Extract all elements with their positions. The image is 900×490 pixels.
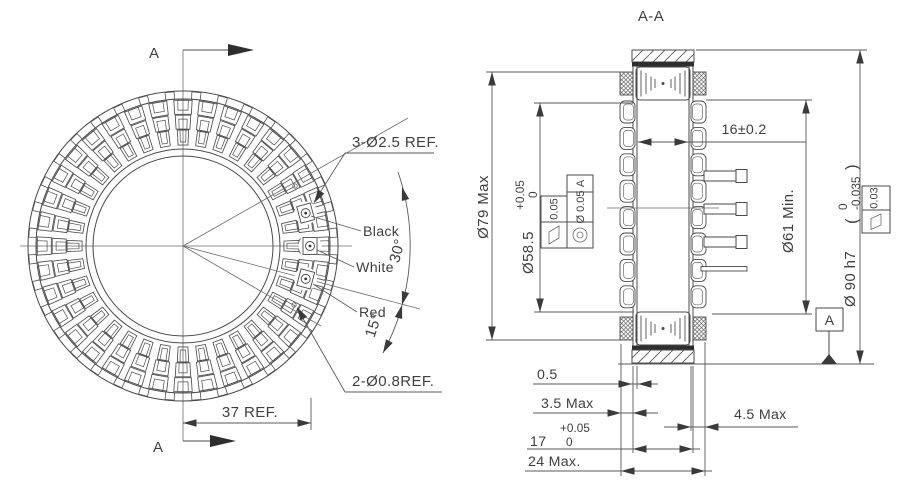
svg-text:0: 0 xyxy=(526,191,540,198)
section-flag-bottom-arrow xyxy=(210,435,236,447)
concentricity-symbol-inner xyxy=(576,231,584,239)
dim-35-label: 3.5 Max xyxy=(541,396,594,412)
gdt-frame-concentricity: Ø 0.05 A xyxy=(566,174,594,249)
lamination-block-top-right xyxy=(692,71,707,96)
bottom-dark-band xyxy=(632,345,694,350)
svg-text:Ø 90 h7: Ø 90 h7 xyxy=(842,251,859,307)
dim-16-label: 16±0.2 xyxy=(721,122,766,138)
section-view: A-A xyxy=(475,8,891,476)
svg-text:): ) xyxy=(842,164,861,170)
small-hole-top xyxy=(292,183,298,189)
dim-id61-label: Ø61 Min. xyxy=(780,189,797,253)
gdt-flatness-left-value: 0.05 xyxy=(549,198,561,219)
small-hole-label: 2-Ø0.8REF. xyxy=(352,373,434,390)
coil-box-top xyxy=(635,66,691,101)
svg-text:+0.05: +0.05 xyxy=(513,180,527,210)
winding-symbols xyxy=(640,70,686,342)
front-view: A A 3-Ø2.5 REF. Black White Red 30° 15° … xyxy=(20,44,442,456)
datum-triangle xyxy=(821,354,837,364)
svg-text:-0.035: -0.035 xyxy=(849,176,863,210)
gdt-flatness-right-value: 0.03 xyxy=(869,187,881,208)
black-wire-leader xyxy=(310,215,362,232)
radial-line-30deg xyxy=(182,117,409,247)
gdt-concentricity-value: Ø 0.05 xyxy=(575,190,587,223)
stator-outer-ring-circle xyxy=(35,98,331,394)
small-hole-bottom xyxy=(291,302,297,308)
dim-od79-label: Ø79 Max xyxy=(475,175,492,239)
dim-17-tol-lo: 0 xyxy=(566,435,573,449)
top-cap-hatched xyxy=(631,49,695,63)
hole-ref-label: 3-Ø2.5 REF. xyxy=(352,134,439,151)
lamination-block-top-left xyxy=(619,71,634,96)
angle-label-30: 30° xyxy=(386,237,409,264)
svg-text:Ø58.5: Ø58.5 xyxy=(520,231,537,274)
svg-text:0: 0 xyxy=(836,203,850,210)
datum-a: A xyxy=(815,307,844,364)
gdt-frame-flatness-left: 0.05 xyxy=(540,195,568,249)
section-flag-top-arrow xyxy=(228,44,254,56)
top-dark-band xyxy=(632,62,694,67)
section-label-top: A xyxy=(149,45,159,62)
dimension-arrowheads xyxy=(183,50,864,475)
dim-17-label: 17 xyxy=(530,434,546,450)
gdt-concentricity-datum: A xyxy=(575,179,587,187)
dim-id585-label: Ø58.5 +0.05 0 xyxy=(513,180,540,274)
stator-bore-circle xyxy=(92,155,274,337)
white-wire-leader xyxy=(316,249,355,268)
stator-inner-ring-circle xyxy=(85,148,281,344)
lamination-block-bottom-left xyxy=(619,316,634,341)
dim-od90-label: Ø 90 h7 ( 0 -0.035 ) xyxy=(836,164,863,307)
wire-label-black: Black xyxy=(363,224,400,240)
terminal-pins xyxy=(700,169,748,272)
coil-box-bottom xyxy=(635,311,691,346)
stator-outer-circle xyxy=(27,90,339,402)
small-hole-leader xyxy=(296,307,346,393)
wire-label-white: White xyxy=(356,260,394,276)
datum-letter: A xyxy=(825,313,835,329)
svg-text:(: ( xyxy=(842,218,861,224)
red-wire-leader xyxy=(312,283,358,313)
section-label-bottom: A xyxy=(153,439,163,456)
dim-05-label: 0.5 xyxy=(537,367,558,383)
gdt-frame-flatness-right: 0.03 xyxy=(861,185,891,234)
radius-label: 37 REF. xyxy=(222,404,278,421)
flatness-symbol xyxy=(548,225,560,245)
bottom-cap-hatched xyxy=(631,349,695,364)
end-turn-bumps xyxy=(619,100,707,309)
dim-24-label: 24 Max. xyxy=(528,454,581,470)
concentricity-symbol-outer xyxy=(572,227,588,243)
lamination-block-bottom-right xyxy=(692,316,707,341)
flatness-symbol xyxy=(870,213,882,231)
angle-label-15: 15° xyxy=(362,312,386,340)
dim-45-label: 4.5 Max xyxy=(734,407,787,423)
dim-17-tol-hi: +0.05 xyxy=(560,421,590,435)
radial-line-minus30deg xyxy=(182,245,322,327)
stator-slot-pattern xyxy=(28,91,338,401)
wire-grommets xyxy=(294,201,322,291)
wire-label-red: Red xyxy=(359,305,386,321)
section-title: A-A xyxy=(638,8,664,25)
